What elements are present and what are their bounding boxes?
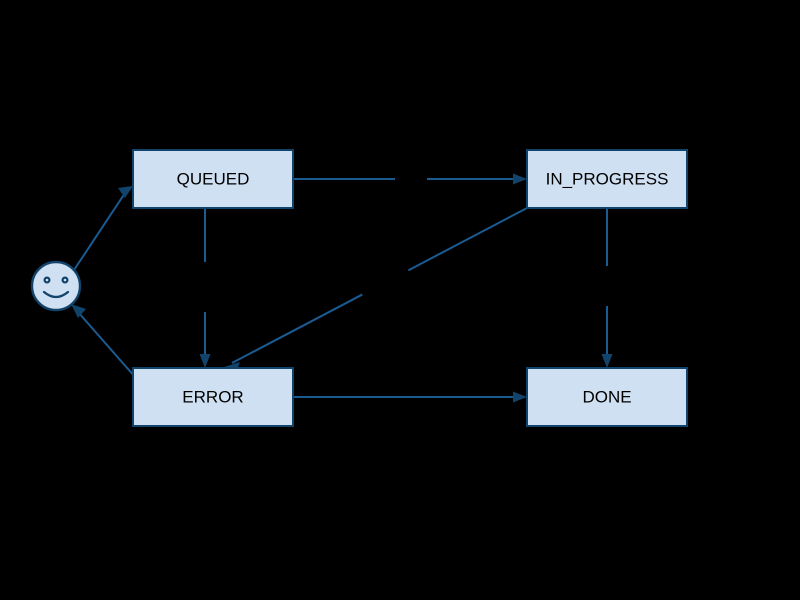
edge-in-progress-to-done-arrowhead <box>601 354 613 368</box>
edge-in-progress-to-error-label-bg <box>354 255 412 301</box>
edge-start-to-queued-line <box>73 189 128 271</box>
edge-queued-to-in-progress-label-bg <box>395 170 427 188</box>
edge-error-to-start-arrowhead <box>71 304 86 318</box>
edge-in-progress-to-done[interactable] <box>598 208 616 368</box>
start-node-circle <box>30 260 82 312</box>
state-node-in-progress[interactable]: IN_PROGRESS <box>526 149 688 209</box>
smiley-face-icon-left-eye <box>43 276 51 284</box>
edge-start-to-queued[interactable] <box>73 186 133 271</box>
edge-in-progress-to-done-label-bg <box>598 266 616 306</box>
state-node-error[interactable]: ERROR <box>132 367 294 427</box>
state-node-queued-rect <box>132 149 294 209</box>
state-node-queued[interactable]: QUEUED <box>132 149 294 209</box>
edge-queued-to-error-label-bg <box>196 262 214 312</box>
smiley-face-icon-mouth <box>42 290 70 299</box>
smiley-face-icon-right-eye <box>61 276 69 284</box>
edge-queued-to-error-arrowhead <box>199 354 211 368</box>
state-node-done[interactable]: DONE <box>526 367 688 427</box>
state-node-in-progress-rect <box>526 149 688 209</box>
edge-start-to-queued-arrowhead <box>118 186 133 198</box>
state-node-done-rect <box>526 367 688 427</box>
start-node[interactable] <box>30 260 82 312</box>
edge-error-to-done[interactable] <box>293 391 527 403</box>
edge-in-progress-to-error[interactable] <box>224 207 528 373</box>
edge-queued-to-error[interactable] <box>196 208 214 368</box>
edge-error-to-done-arrowhead <box>513 391 527 403</box>
state-node-error-rect <box>132 367 294 427</box>
edge-queued-to-in-progress-arrowhead <box>513 173 527 185</box>
edge-queued-to-in-progress[interactable] <box>293 170 527 188</box>
